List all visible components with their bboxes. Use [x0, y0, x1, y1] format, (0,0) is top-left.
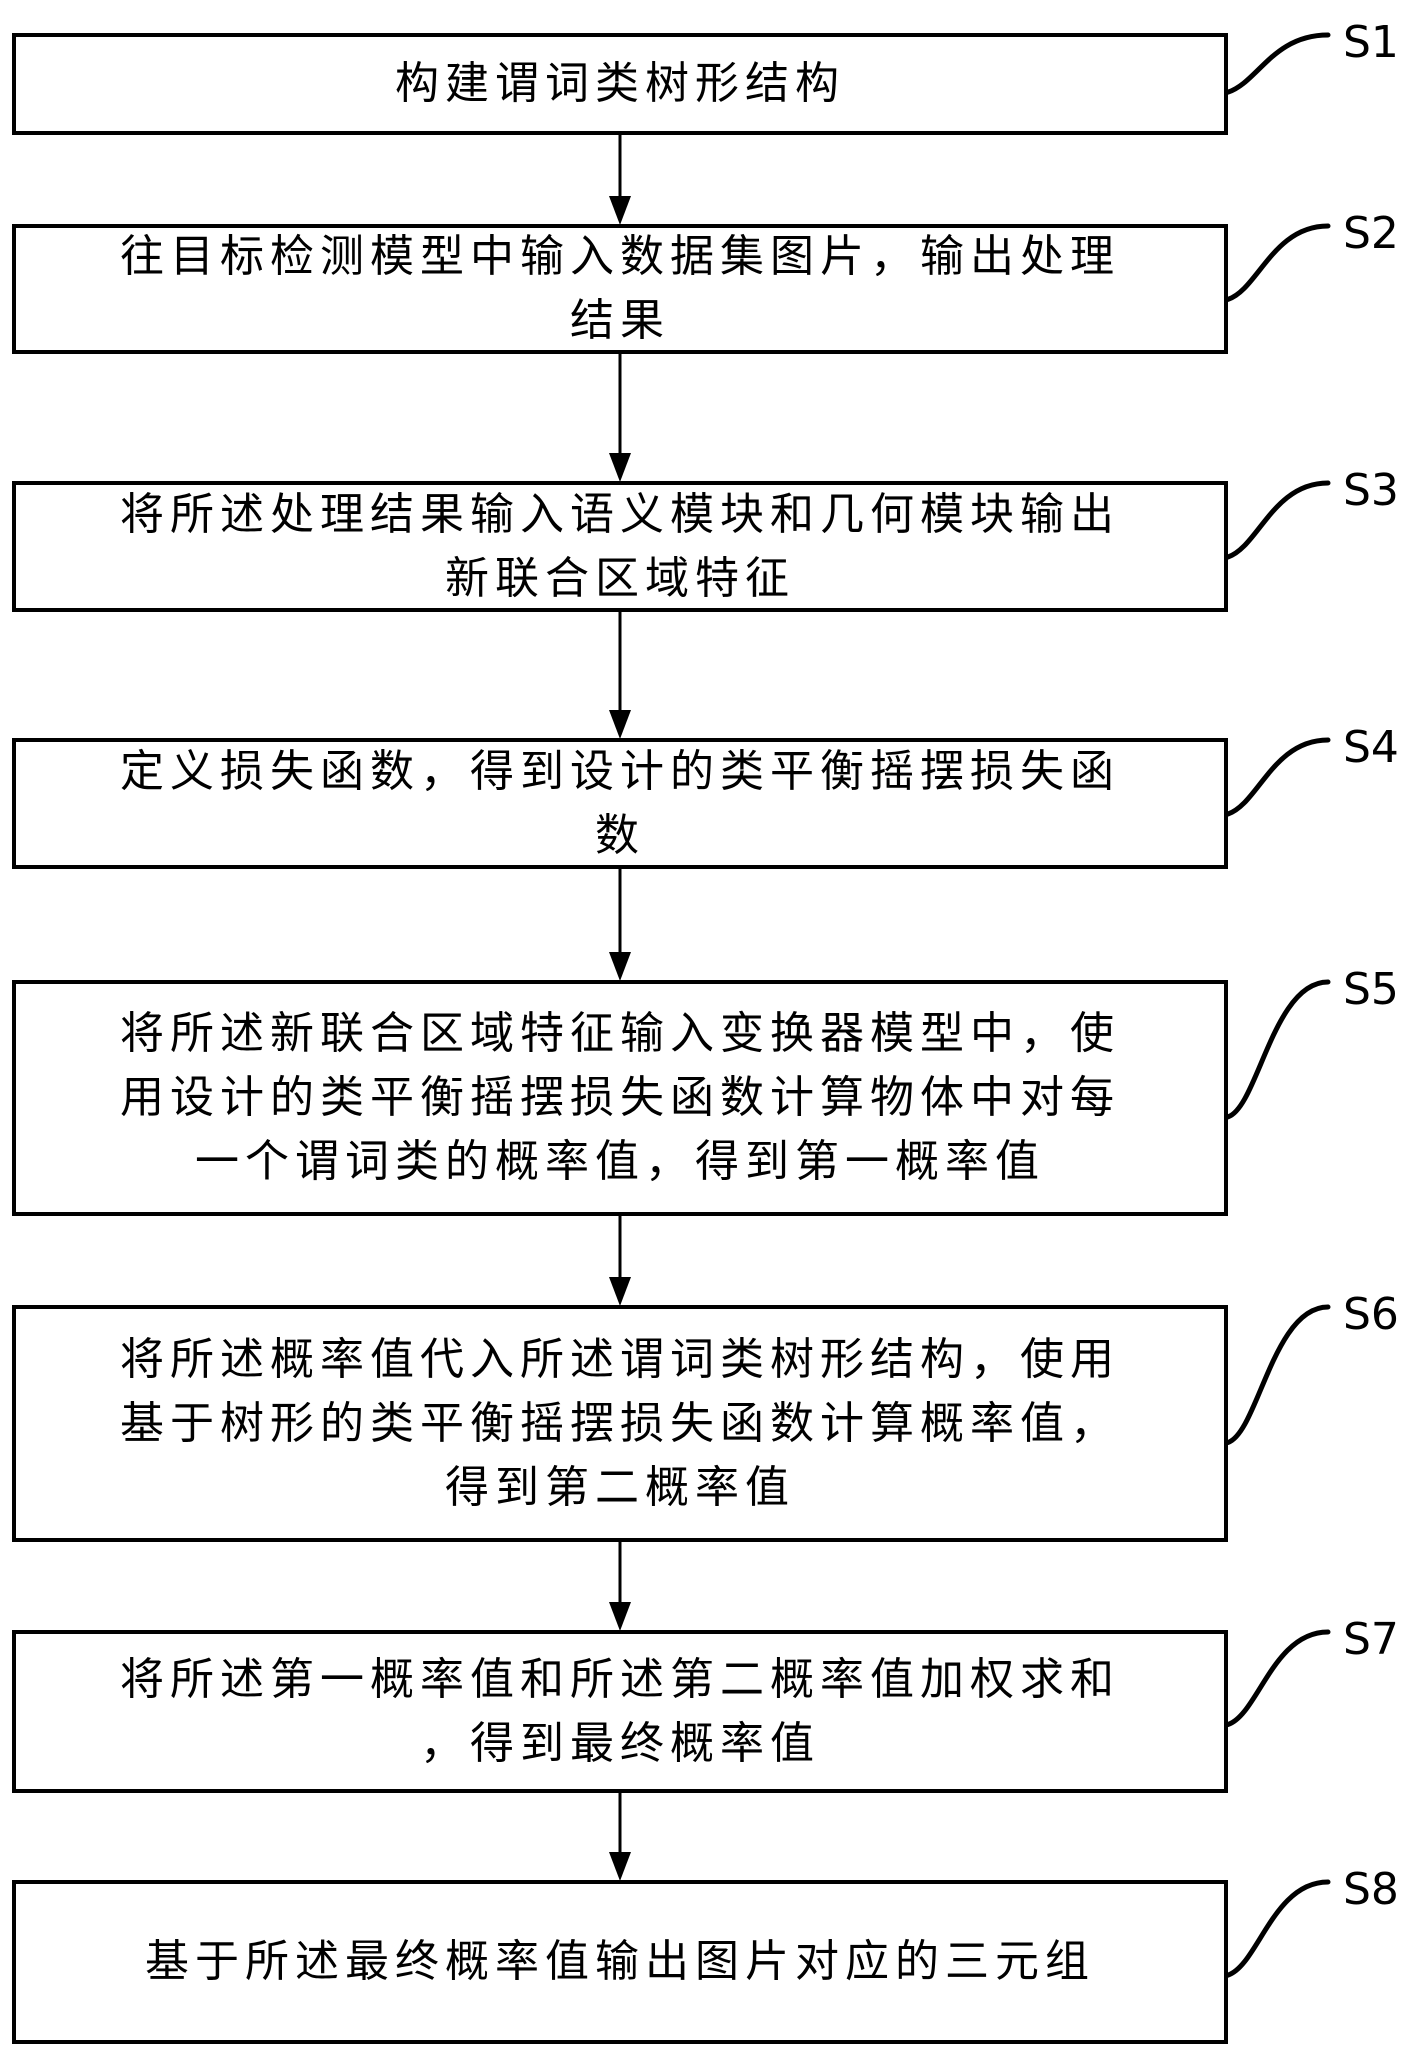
step-box-s5: 将所述新联合区域特征输入变换器模型中，使用设计的类平衡摇摆损失函数计算物体中对每… — [12, 980, 1228, 1216]
step-box-s4: 定义损失函数，得到设计的类平衡摇摆损失函数 — [12, 738, 1228, 869]
arrow-head-icon — [609, 710, 631, 739]
step-label-s7: S7 — [1343, 1614, 1399, 1665]
step-text-line: 将所述新联合区域特征输入变换器模型中，使 — [120, 1008, 1120, 1059]
arrow-head-icon — [609, 453, 631, 482]
arrow-head-icon — [609, 1602, 631, 1631]
leader-line-s2 — [1225, 223, 1331, 302]
step-box-s1: 构建谓词类树形结构 — [12, 33, 1228, 135]
step-text-line: 将所述第一概率值和所述第二概率值加权求和 — [120, 1653, 1120, 1705]
step-text-line: 基于所述最终概率值输出图片对应的三元组 — [145, 1936, 1095, 1987]
step-text-line: ，得到最终概率值 — [420, 1717, 820, 1769]
leader-line-s7 — [1225, 1629, 1331, 1728]
arrow-head-icon — [609, 1852, 631, 1881]
step-text-line: 往目标检测模型中输入数据集图片，输出处理 — [120, 231, 1120, 282]
step-label-s3: S3 — [1343, 465, 1399, 516]
arrow-head-icon — [609, 1277, 631, 1306]
step-text-line: 定义损失函数，得到设计的类平衡摇摆损失函 — [120, 745, 1120, 797]
step-box-s3: 将所述处理结果输入语义模块和几何模块输出新联合区域特征 — [12, 481, 1228, 612]
step-label-s6: S6 — [1343, 1289, 1399, 1340]
arrow-head-icon — [609, 196, 631, 225]
step-text-line: 将所述概率值代入所述谓词类树形结构，使用 — [120, 1333, 1120, 1385]
step-text-line: 构建谓词类树形结构 — [395, 58, 845, 109]
step-text-line: 新联合区域特征 — [445, 552, 795, 604]
leader-line-s4 — [1225, 737, 1331, 817]
step-label-s4: S4 — [1343, 722, 1399, 773]
step-box-s7: 将所述第一概率值和所述第二概率值加权求和 ，得到最终概率值 — [12, 1630, 1228, 1793]
leader-line-s3 — [1225, 480, 1331, 560]
step-text-line: 将所述处理结果输入语义模块和几何模块输出 — [120, 488, 1120, 540]
step-text-line: 一个谓词类的概率值，得到第一概率值 — [195, 1136, 1045, 1187]
step-text-line: 基于树形的类平衡摇摆损失函数计算概率值， — [120, 1397, 1120, 1449]
arrow-head-icon — [609, 952, 631, 981]
step-text-line: 结果 — [570, 295, 670, 346]
step-text-line: 数 — [595, 809, 645, 861]
leader-line-s5 — [1225, 979, 1331, 1120]
leader-line-s6 — [1225, 1304, 1331, 1445]
leader-line-s1 — [1225, 32, 1331, 95]
step-label-s1: S1 — [1343, 17, 1399, 68]
step-label-s5: S5 — [1343, 964, 1399, 1015]
step-box-s2: 往目标检测模型中输入数据集图片，输出处理结果 — [12, 224, 1228, 354]
leader-line-s8 — [1225, 1879, 1331, 1978]
step-text-line: 用设计的类平衡摇摆损失函数计算物体中对每 — [120, 1072, 1120, 1123]
step-label-s2: S2 — [1343, 208, 1399, 259]
step-box-s8: 基于所述最终概率值输出图片对应的三元组 — [12, 1880, 1228, 2044]
step-box-s6: 将所述概率值代入所述谓词类树形结构，使用基于树形的类平衡摇摆损失函数计算概率值，… — [12, 1305, 1228, 1542]
step-label-s8: S8 — [1343, 1864, 1399, 1915]
step-text-line: 得到第二概率值 — [445, 1461, 795, 1513]
